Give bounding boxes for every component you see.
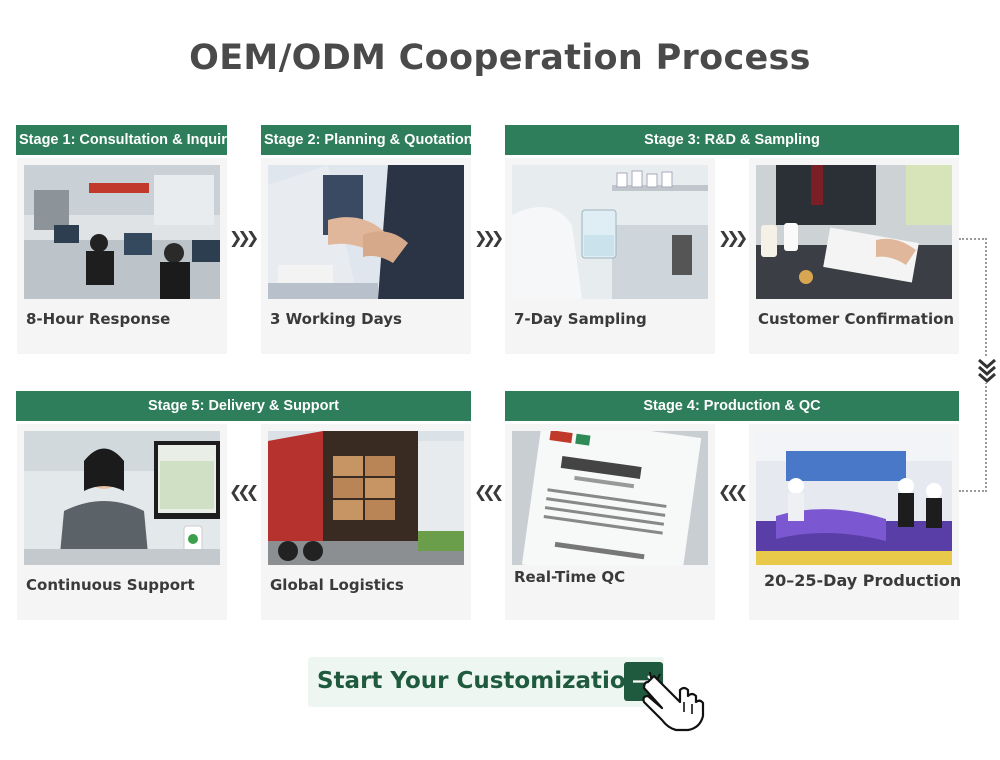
chevrons-right-icon: ❯❯❯	[718, 228, 748, 247]
business-handshake-image	[268, 165, 464, 299]
stage-1-header: Stage 1: Consultation & Inquiry	[16, 125, 227, 155]
step-caption: Global Logistics	[270, 576, 404, 594]
chevrons-right-icon: ❯❯❯	[229, 228, 259, 247]
chevrons-left-icon: ❮❮❮	[229, 482, 259, 501]
stage-4-header: Stage 4: Production & QC	[505, 391, 959, 421]
step-caption: 20–25-Day Production	[764, 571, 962, 590]
cta-label[interactable]: Start Your Customization	[317, 668, 643, 694]
support-agent-image	[24, 431, 220, 565]
step-card: Real-Time QC	[505, 424, 715, 620]
step-caption: 7-Day Sampling	[514, 310, 647, 328]
lab-beaker-image	[512, 165, 708, 299]
step-card: 7-Day Sampling	[505, 158, 715, 354]
step-caption: 3 Working Days	[270, 310, 402, 328]
step-card: 8-Hour Response	[17, 158, 227, 354]
step-caption: Customer Confirmation	[758, 310, 955, 328]
step-card: 3 Working Days	[261, 158, 471, 354]
step-card: Customer Confirmation	[749, 158, 959, 354]
inspection-report-image	[512, 431, 708, 565]
chevrons-right-icon: ❯❯❯	[474, 228, 504, 247]
page-title: OEM/ODM Cooperation Process	[189, 38, 811, 78]
step-caption: Real-Time QC	[514, 568, 626, 586]
step-caption: Continuous Support	[26, 576, 195, 594]
chevrons-left-icon: ❮❮❮	[718, 482, 748, 501]
factory-floor-image	[756, 431, 952, 565]
stage-2-header: Stage 2: Planning & Quotation	[261, 125, 471, 155]
step-caption: 8-Hour Response	[26, 310, 171, 328]
stage-3-header: Stage 3: R&D & Sampling	[505, 125, 959, 155]
cargo-truck-image	[268, 431, 464, 565]
pointer-hand-icon	[640, 671, 706, 737]
chevrons-left-icon: ❮❮❮	[474, 482, 504, 501]
step-card: 20–25-Day Production	[749, 424, 962, 620]
call-center-office-image	[24, 165, 220, 299]
chevrons-down-icon	[976, 357, 998, 383]
step-card: Continuous Support	[17, 424, 227, 620]
stage-5-header: Stage 5: Delivery & Support	[16, 391, 471, 421]
step-card: Global Logistics	[261, 424, 471, 620]
contract-signing-image	[756, 165, 952, 299]
start-customization-button[interactable]	[308, 657, 664, 707]
